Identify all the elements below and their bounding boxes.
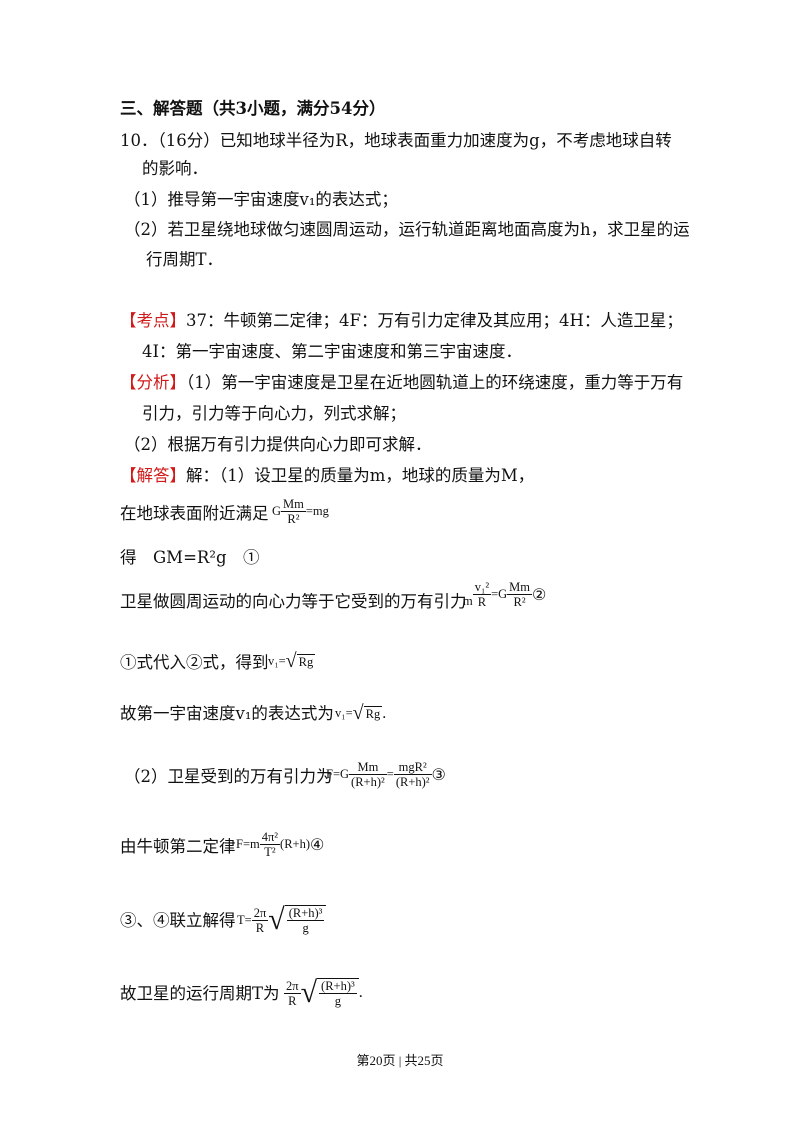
jieda-line-1: 【解答】解：（1）设卫星的质量为m，地球的质量为M， [120,465,534,487]
fenxi-line-2: 引力，引力等于向心力，列式求解； [142,404,406,423]
page-footer: 第20页 | 共25页 [356,1053,444,1068]
formula-5-tag: ③ [431,766,446,784]
fenxi-tag: 【分析】 [120,373,186,392]
kaodian-line-1: 【考点】37：牛顿第二定律；4F：万有引力定律及其应用；4H：人造卫星； [120,310,683,332]
step-7-text: 由牛顿第二定律 [120,837,236,856]
formula-6-tag: ④ [310,836,325,854]
formula-3: v₁=√Rg [268,650,316,673]
formula-4-lhs: v₁= [335,706,353,720]
question-line-2: 的影响． [142,159,208,178]
step-9-text: 故卫星的运行周期T为 [120,984,280,1003]
kaodian-line-2: 4I：第一宇宙速度、第二宇宙速度和第三宇宙速度． [142,342,523,361]
fenxi-text-1: （1）第一宇宙速度是卫星在近地圆轨道上的环绕速度，重力等于万有 [186,373,684,392]
question-part-2-line-2: 行周期T． [146,250,224,269]
formula-4-end: . [382,704,387,722]
formula-8-end: . [358,984,363,1001]
formula-5-fraction-2: mgR²(R+h)² [393,760,432,789]
jieda-text-1: 解：（1）设卫星的质量为m，地球的质量为M， [186,466,535,485]
kaodian-text-1: 37：牛顿第二定律；4F：万有引力定律及其应用；4H：人造卫星； [186,311,683,330]
formula-3-sqrt: √Rg [285,650,316,672]
formula-5-fraction-1: Mm(R+h)² [349,760,387,789]
formula-6-rhs: (R+h) [280,837,311,851]
formula-4: v₁=√Rg. [335,702,386,725]
step-5-text: 故第一宇宙速度v₁的表达式为 [120,704,334,723]
formula-1-rhs: =mg [305,504,329,518]
section-title: 三、解答题（共3小题，满分54分） [120,99,386,118]
formula-6-lhs: F=m [236,837,260,851]
jieda-tag: 【解答】 [120,466,186,485]
step-3-text: 卫星做圆周运动的向心力等于它受到的万有引力 [120,592,467,611]
step-2-text: 得 GM=R²g ① [120,548,260,567]
step-8-text: ③、④联立解得 [120,911,236,930]
step-6-text: （2）卫星受到的万有引力为 [124,767,333,786]
formula-3-lhs: v₁= [268,654,286,668]
formula-5-eq: = [386,767,394,781]
question-line-1: 10．（16分）已知地球半径为R，地球表面重力加速度为g，不考虑地球自转 [120,131,672,150]
fenxi-line-1: 【分析】（1）第一宇宙速度是卫星在近地圆轨道上的环绕速度，重力等于万有 [120,372,683,394]
step-1-text: 在地球表面附近满足 [120,504,269,523]
formula-7-lhs: T= [237,912,252,927]
step-4-text: ①式代入②式，得到 [120,653,269,672]
fenxi-line-3: （2）根据万有引力提供向心力即可求解． [124,435,432,454]
question-part-2-line-1: （2）若卫星绕地球做匀速圆周运动，运行轨道距离地面高度为h，求卫星的运 [124,220,690,239]
formula-2-tag: ② [532,586,547,604]
formula-1-g: G [272,504,282,518]
kaodian-tag: 【考点】 [120,311,186,330]
question-part-1: （1）推导第一宇宙速度v₁的表达式； [124,190,398,209]
formula-2-eq: =G [491,587,508,601]
formula-4-sqrt: √Rg [352,702,383,724]
formula-5-lhs: F=G [326,767,350,781]
formula-2-m: m [463,594,473,608]
